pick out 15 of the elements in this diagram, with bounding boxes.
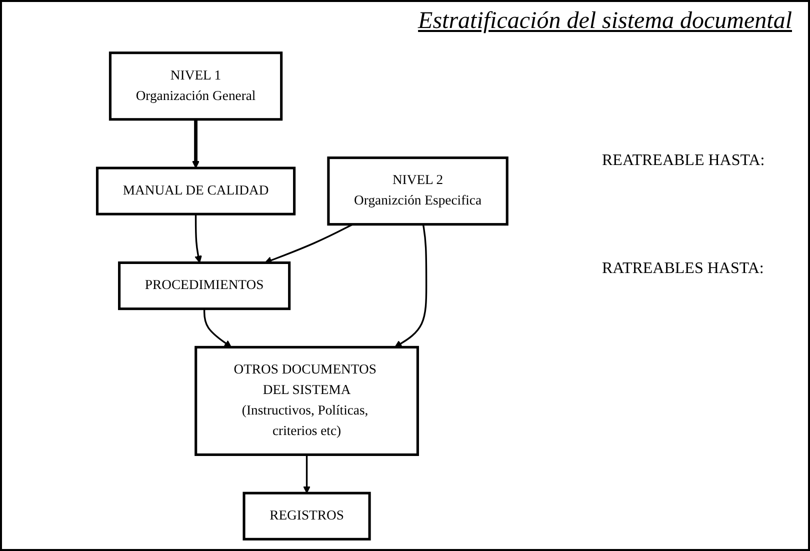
side-note: REATREABLE HASTA:	[602, 152, 766, 170]
node-box: NIVEL 2 Organizción Especifica	[326, 156, 508, 226]
side-note: RATREABLES HASTA:	[602, 260, 765, 278]
node-box: REGISTROS	[242, 492, 371, 540]
diagram-title: Estratificación del sistema documental	[416, 8, 792, 35]
node-box: MANUAL DE CALIDAD	[96, 166, 296, 216]
node-box: OTROS DOCUMENTOS DEL SISTEMA (Instructivos, Políticas, criterios etc)	[194, 346, 419, 456]
arrow	[192, 119, 200, 168]
node-box: NIVEL 1 Organización General	[108, 52, 282, 121]
node-box: PROCEDIMIENTOS	[118, 261, 290, 310]
arrow	[203, 308, 232, 348]
arrow	[264, 224, 353, 264]
arrow	[302, 454, 310, 494]
arrow	[394, 224, 427, 348]
arrow	[194, 214, 202, 264]
